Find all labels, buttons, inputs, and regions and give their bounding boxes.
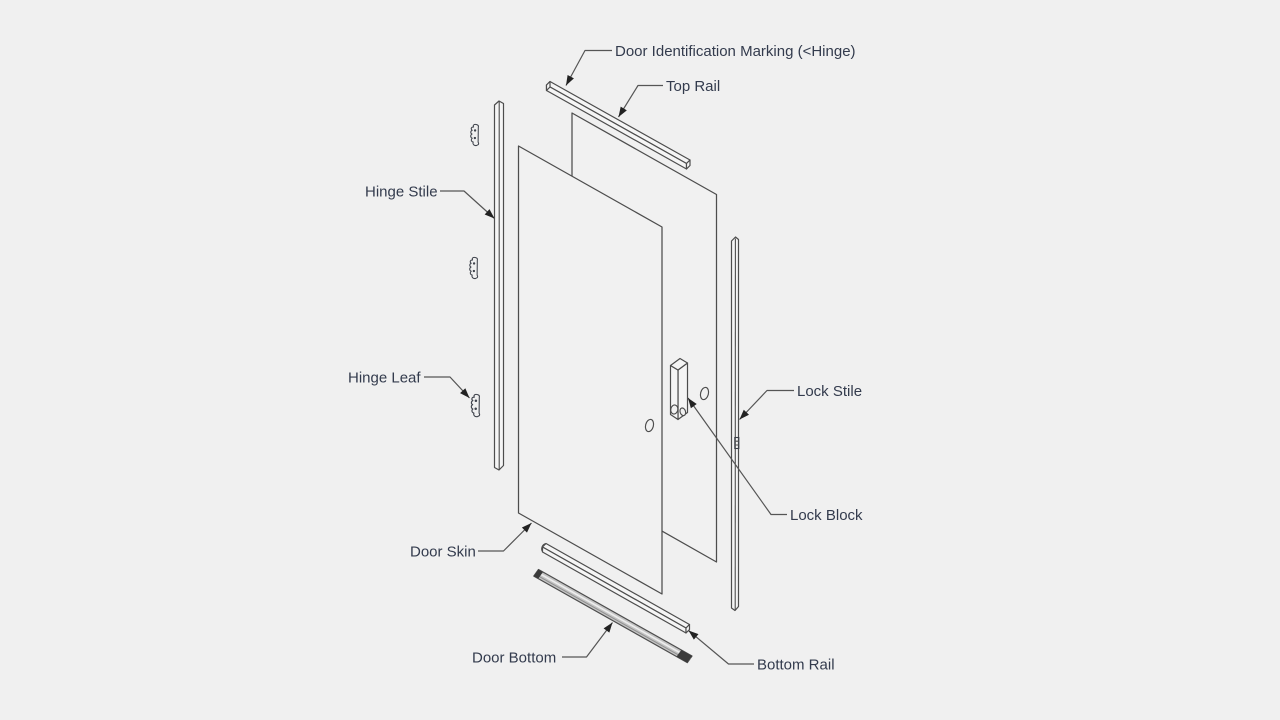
leader-bottom-rail <box>688 630 754 665</box>
label-door-id-marking: Door Identification Marking (<Hinge) <box>615 43 856 60</box>
label-lock-stile: Lock Stile <box>797 383 862 400</box>
knob-hole-back <box>699 386 710 401</box>
arrowhead-door-skin <box>521 523 532 533</box>
arrowhead-door-bottom <box>603 622 613 633</box>
leader-door-bottom <box>562 622 613 658</box>
label-top-rail: Top Rail <box>666 78 720 95</box>
label-hinge-leaf: Hinge Leaf <box>348 370 421 387</box>
leader-hinge-leaf <box>424 376 470 399</box>
knob-hole-front <box>644 418 655 433</box>
arrowhead-lock-stile <box>739 409 749 420</box>
door-bottom-shape <box>533 568 693 664</box>
leader-door-skin <box>478 522 532 552</box>
lock-stile-shape <box>730 236 740 612</box>
leader-lock-block <box>687 397 787 516</box>
arrowhead-lock-block <box>688 398 697 409</box>
bottom-rail-shape <box>541 542 691 634</box>
arrowhead-door-id-marking <box>566 74 574 86</box>
leader-lock-stile <box>739 389 794 420</box>
leader-hinge-stile <box>440 190 495 219</box>
hinge-leaf-1 <box>470 123 480 147</box>
hinge-stile-shape <box>493 100 505 471</box>
leader-lines <box>424 49 794 665</box>
leader-top-rail <box>617 84 663 118</box>
arrowhead-top-rail <box>618 106 627 117</box>
lock-bore-front <box>670 404 679 415</box>
arrowhead-hinge-leaf <box>460 388 470 398</box>
hinge-leaf-2 <box>469 256 479 280</box>
lock-prep-marking <box>734 436 740 450</box>
front-door-skin <box>517 145 663 595</box>
label-lock-block: Lock Block <box>790 507 863 524</box>
lock-block-shape <box>669 357 689 421</box>
label-bottom-rail: Bottom Rail <box>757 657 835 674</box>
label-door-bottom: Door Bottom <box>472 650 556 667</box>
arrowhead-hinge-stile <box>484 209 495 219</box>
leader-door-id-marking <box>565 49 612 86</box>
top-rail-shape <box>545 80 691 170</box>
arrowhead-bottom-rail <box>688 630 699 640</box>
label-door-skin: Door Skin <box>410 544 476 561</box>
lock-bore-side <box>679 407 687 417</box>
hinge-leaf-3 <box>470 393 481 418</box>
label-hinge-stile: Hinge Stile <box>365 184 438 201</box>
